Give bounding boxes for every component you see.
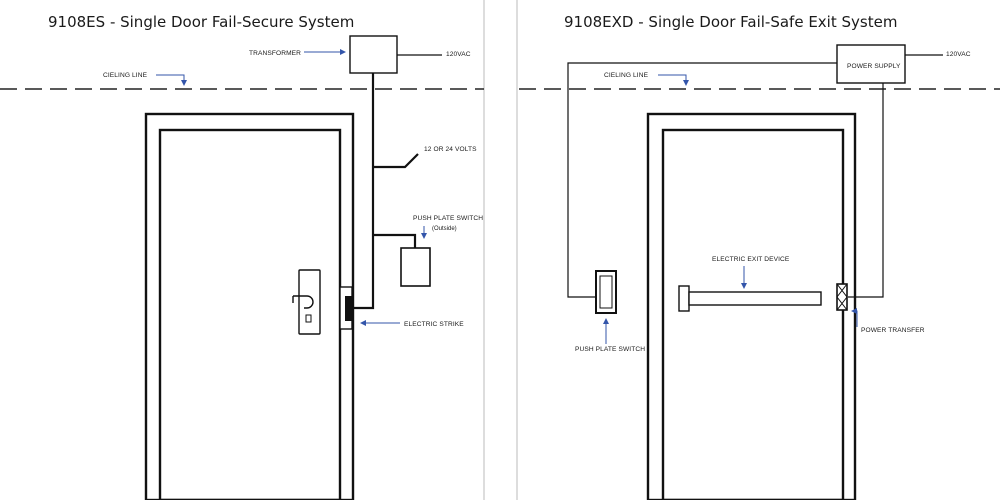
left-panel-title: 9108ES - Single Door Fail-Secure System <box>48 13 354 31</box>
door-handle-plate <box>298 269 321 335</box>
exit-device-end-cap <box>678 285 690 312</box>
power-supply-label: POWER SUPPLY <box>847 63 901 70</box>
right-panel-title: 9108EXD - Single Door Fail-Safe Exit Sys… <box>564 13 897 31</box>
power-supply-box <box>836 44 906 84</box>
power-transfer-x <box>836 283 848 311</box>
transformer-label: TRANSFORMER <box>249 50 301 57</box>
exit-device-label: ELECTRIC EXIT DEVICE <box>712 256 790 263</box>
exit-device-bar <box>688 291 822 306</box>
ceiling-label-right: CIELING LINE <box>604 72 649 79</box>
power-transfer-arrow <box>851 308 858 327</box>
volts-label: 12 OR 24 VOLTS <box>424 146 477 153</box>
right-panel: 9108EXD - Single Door Fail-Safe Exit Sys… <box>519 13 1000 500</box>
power-transfer <box>836 283 848 311</box>
ceiling-arrow-right <box>658 74 689 86</box>
push-plate-wire <box>373 233 417 248</box>
push-plate-switch-inner <box>599 275 613 309</box>
keyhole <box>305 314 312 323</box>
door-lever <box>293 295 314 309</box>
volts-wire <box>373 153 419 169</box>
ceiling-arrow <box>156 74 187 86</box>
door-panel-right <box>661 128 845 500</box>
push-plate-switch <box>400 247 431 287</box>
push-plate-wire-right <box>567 62 837 298</box>
power-transfer-label: POWER TRANSFER <box>861 327 925 334</box>
strike-label: ELECTRIC STRIKE <box>404 321 464 328</box>
left-panel: 9108ES - Single Door Fail-Secure System … <box>0 13 484 500</box>
transformer-box <box>349 35 398 74</box>
vac-label-right: 120VAC <box>946 51 971 58</box>
push-plate-sublabel: (Outside) <box>432 226 457 232</box>
main-wire <box>352 73 375 310</box>
door-frame-outer <box>144 112 355 500</box>
electric-strike-body <box>345 296 352 321</box>
push-plate-label: PUSH PLATE SWITCH <box>413 215 483 222</box>
ceiling-label: CIELING LINE <box>103 72 148 79</box>
power-transfer-wire <box>848 83 884 298</box>
push-plate-switch-right <box>595 270 617 314</box>
door-frame-outer-right <box>646 112 857 500</box>
push-plate-label-right: PUSH PLATE SWITCH <box>575 346 645 353</box>
vac-label: 120VAC <box>446 51 471 58</box>
